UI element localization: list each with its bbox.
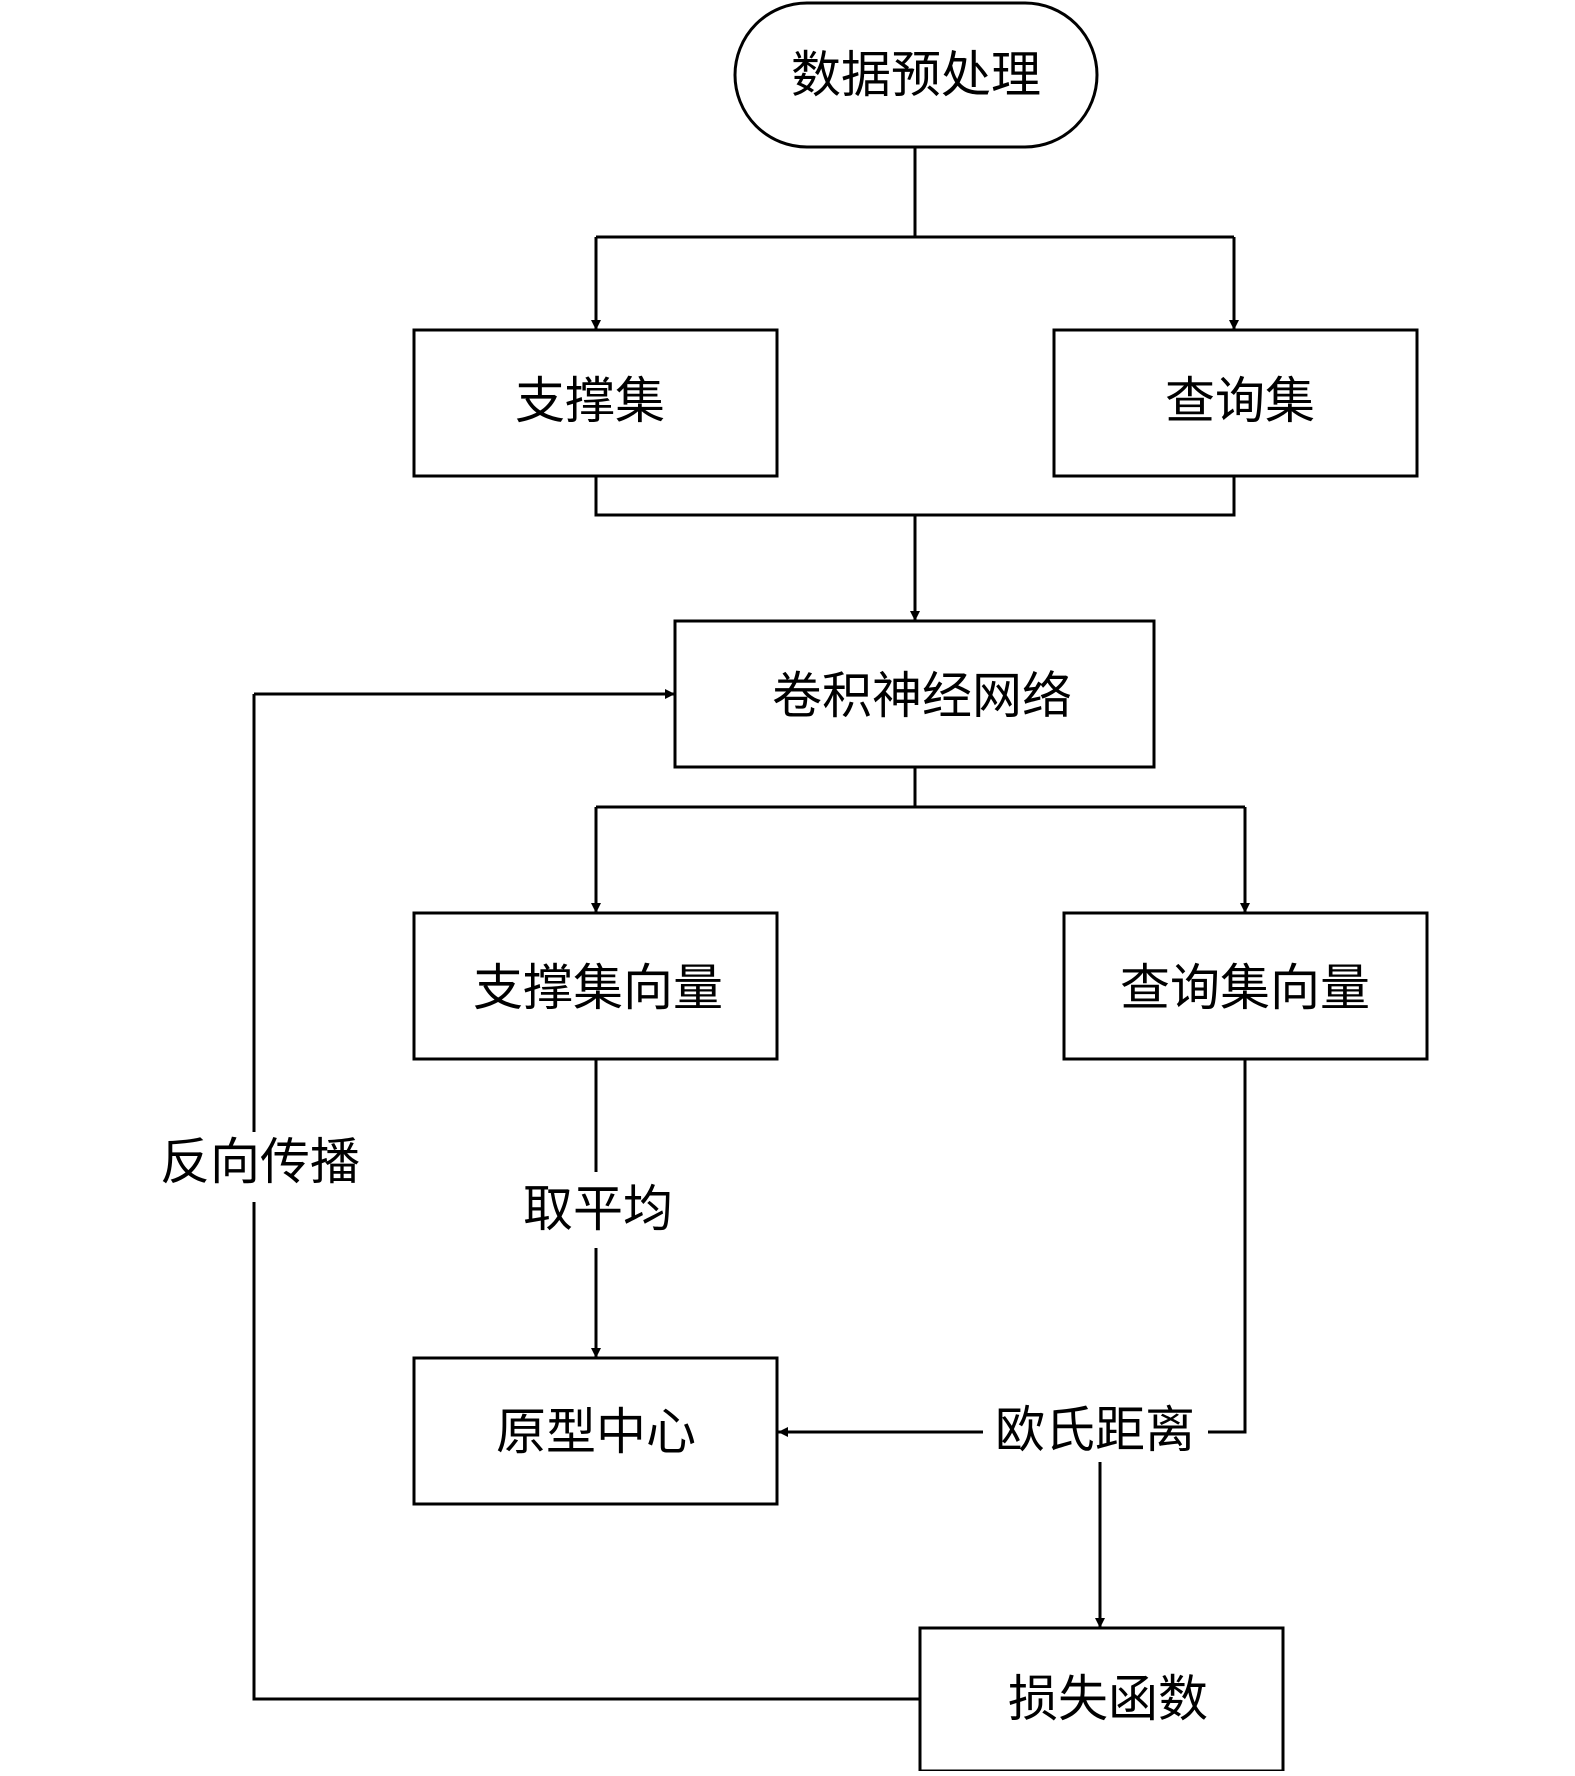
node-query-set xyxy=(1052,328,1419,478)
node-support-vectors xyxy=(412,911,779,1061)
node-query-vectors xyxy=(1062,911,1429,1061)
node-loss-function-label: 损失函数 xyxy=(1008,1670,1208,1728)
edge-label-euclidean-distance: 欧氏距离 xyxy=(995,1401,1195,1459)
edge-label-backprop: 反向传播 xyxy=(160,1133,360,1191)
edge-loss-backprop-bottom xyxy=(252,1202,920,1701)
node-cnn-label: 卷积神经网络 xyxy=(772,667,1072,725)
node-support-set-label: 支撑集 xyxy=(515,372,665,430)
edge-query-to-distance xyxy=(1208,1059,1247,1434)
edge-merge-bar xyxy=(594,476,1236,517)
node-preprocess xyxy=(733,1,1099,149)
node-prototype-center xyxy=(412,1356,779,1506)
node-query-vectors-label: 查询集向量 xyxy=(1120,959,1370,1017)
node-support-vectors-label: 支撑集向量 xyxy=(473,959,723,1017)
node-query-set-label: 查询集 xyxy=(1165,372,1315,430)
edge-label-average: 取平均 xyxy=(523,1180,673,1238)
node-preprocess-label: 数据预处理 xyxy=(791,46,1041,104)
node-cnn xyxy=(673,619,1156,769)
node-loss-function xyxy=(918,1626,1285,1773)
node-prototype-center-label: 原型中心 xyxy=(496,1403,696,1461)
node-support-set xyxy=(412,328,779,478)
